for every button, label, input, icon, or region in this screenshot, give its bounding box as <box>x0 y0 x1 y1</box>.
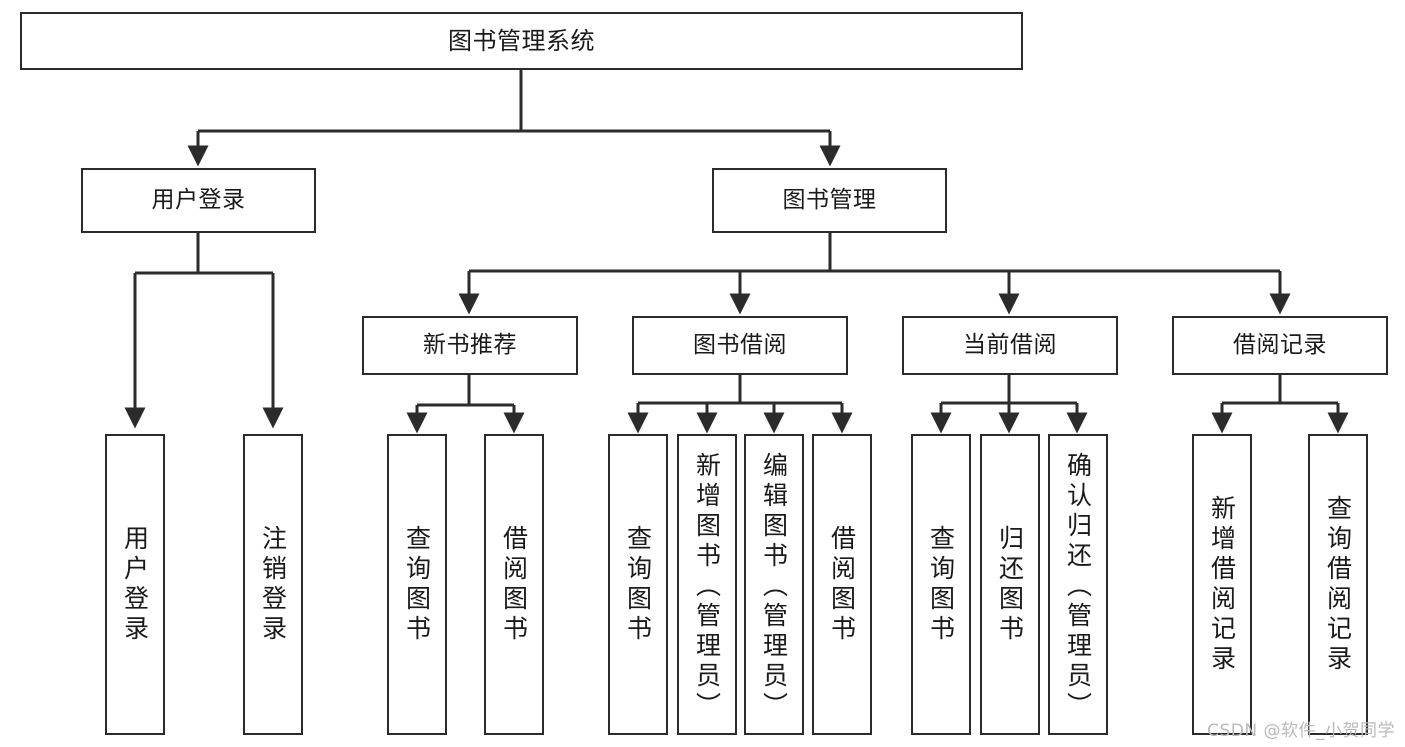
csdn-watermark: CSDN @软件_小贺同学 <box>1207 721 1395 741</box>
node-leaf-query-book-3-label: 查询图书 <box>926 524 956 645</box>
node-book-management-label: 图书管理 <box>782 186 877 213</box>
node-leaf-borrow-book-2-label: 借阅图书 <box>827 524 857 645</box>
node-leaf-add-book-admin[interactable]: 新增图书（管理员） <box>677 434 737 735</box>
node-leaf-query-borrow-record[interactable]: 查询借阅记录 <box>1308 434 1368 735</box>
node-user-login[interactable]: 用户登录 <box>81 168 316 233</box>
node-leaf-logout[interactable]: 注销登录 <box>243 434 303 735</box>
node-leaf-return-book-label: 归还图书 <box>995 524 1025 645</box>
node-leaf-query-book-2[interactable]: 查询图书 <box>608 434 668 735</box>
node-leaf-user-login-label: 用户登录 <box>120 524 150 645</box>
node-leaf-return-book[interactable]: 归还图书 <box>980 434 1040 735</box>
node-leaf-add-borrow-record[interactable]: 新增借阅记录 <box>1192 434 1252 735</box>
node-leaf-borrow-book-1-label: 借阅图书 <box>499 524 529 645</box>
node-user-login-label: 用户登录 <box>151 186 246 213</box>
node-leaf-edit-book-admin[interactable]: 编辑图书（管理员） <box>744 434 804 735</box>
node-book-management[interactable]: 图书管理 <box>712 168 947 233</box>
node-leaf-edit-book-admin-label: 编辑图书（管理员） <box>759 452 789 722</box>
node-borrow-record-label: 借阅记录 <box>1233 331 1327 358</box>
node-root-label: 图书管理系统 <box>448 26 595 55</box>
node-leaf-add-book-admin-label: 新增图书（管理员） <box>692 452 722 722</box>
node-book-borrow[interactable]: 图书借阅 <box>632 316 848 375</box>
node-leaf-confirm-return-admin[interactable]: 确认归还（管理员） <box>1048 434 1108 735</box>
node-new-book-recommend[interactable]: 新书推荐 <box>362 316 578 375</box>
node-leaf-borrow-book-2[interactable]: 借阅图书 <box>812 434 872 735</box>
node-leaf-query-book-2-label: 查询图书 <box>623 524 653 645</box>
node-leaf-query-book-3[interactable]: 查询图书 <box>911 434 971 735</box>
node-leaf-user-login[interactable]: 用户登录 <box>105 434 165 735</box>
node-leaf-add-borrow-record-label: 新增借阅记录 <box>1207 494 1237 675</box>
node-current-borrow-label: 当前借阅 <box>963 331 1057 358</box>
node-book-borrow-label: 图书借阅 <box>693 331 787 358</box>
node-root-book-management-system[interactable]: 图书管理系统 <box>20 12 1023 70</box>
node-new-book-recommend-label: 新书推荐 <box>423 331 517 358</box>
node-borrow-record[interactable]: 借阅记录 <box>1172 316 1388 375</box>
node-leaf-query-book-1-label: 查询图书 <box>402 524 432 645</box>
node-leaf-confirm-return-admin-label: 确认归还（管理员） <box>1063 452 1093 722</box>
node-current-borrow[interactable]: 当前借阅 <box>902 316 1118 375</box>
node-leaf-logout-label: 注销登录 <box>258 524 288 645</box>
node-leaf-query-borrow-record-label: 查询借阅记录 <box>1323 494 1353 675</box>
node-leaf-borrow-book-1[interactable]: 借阅图书 <box>484 434 544 735</box>
node-leaf-query-book-1[interactable]: 查询图书 <box>387 434 447 735</box>
